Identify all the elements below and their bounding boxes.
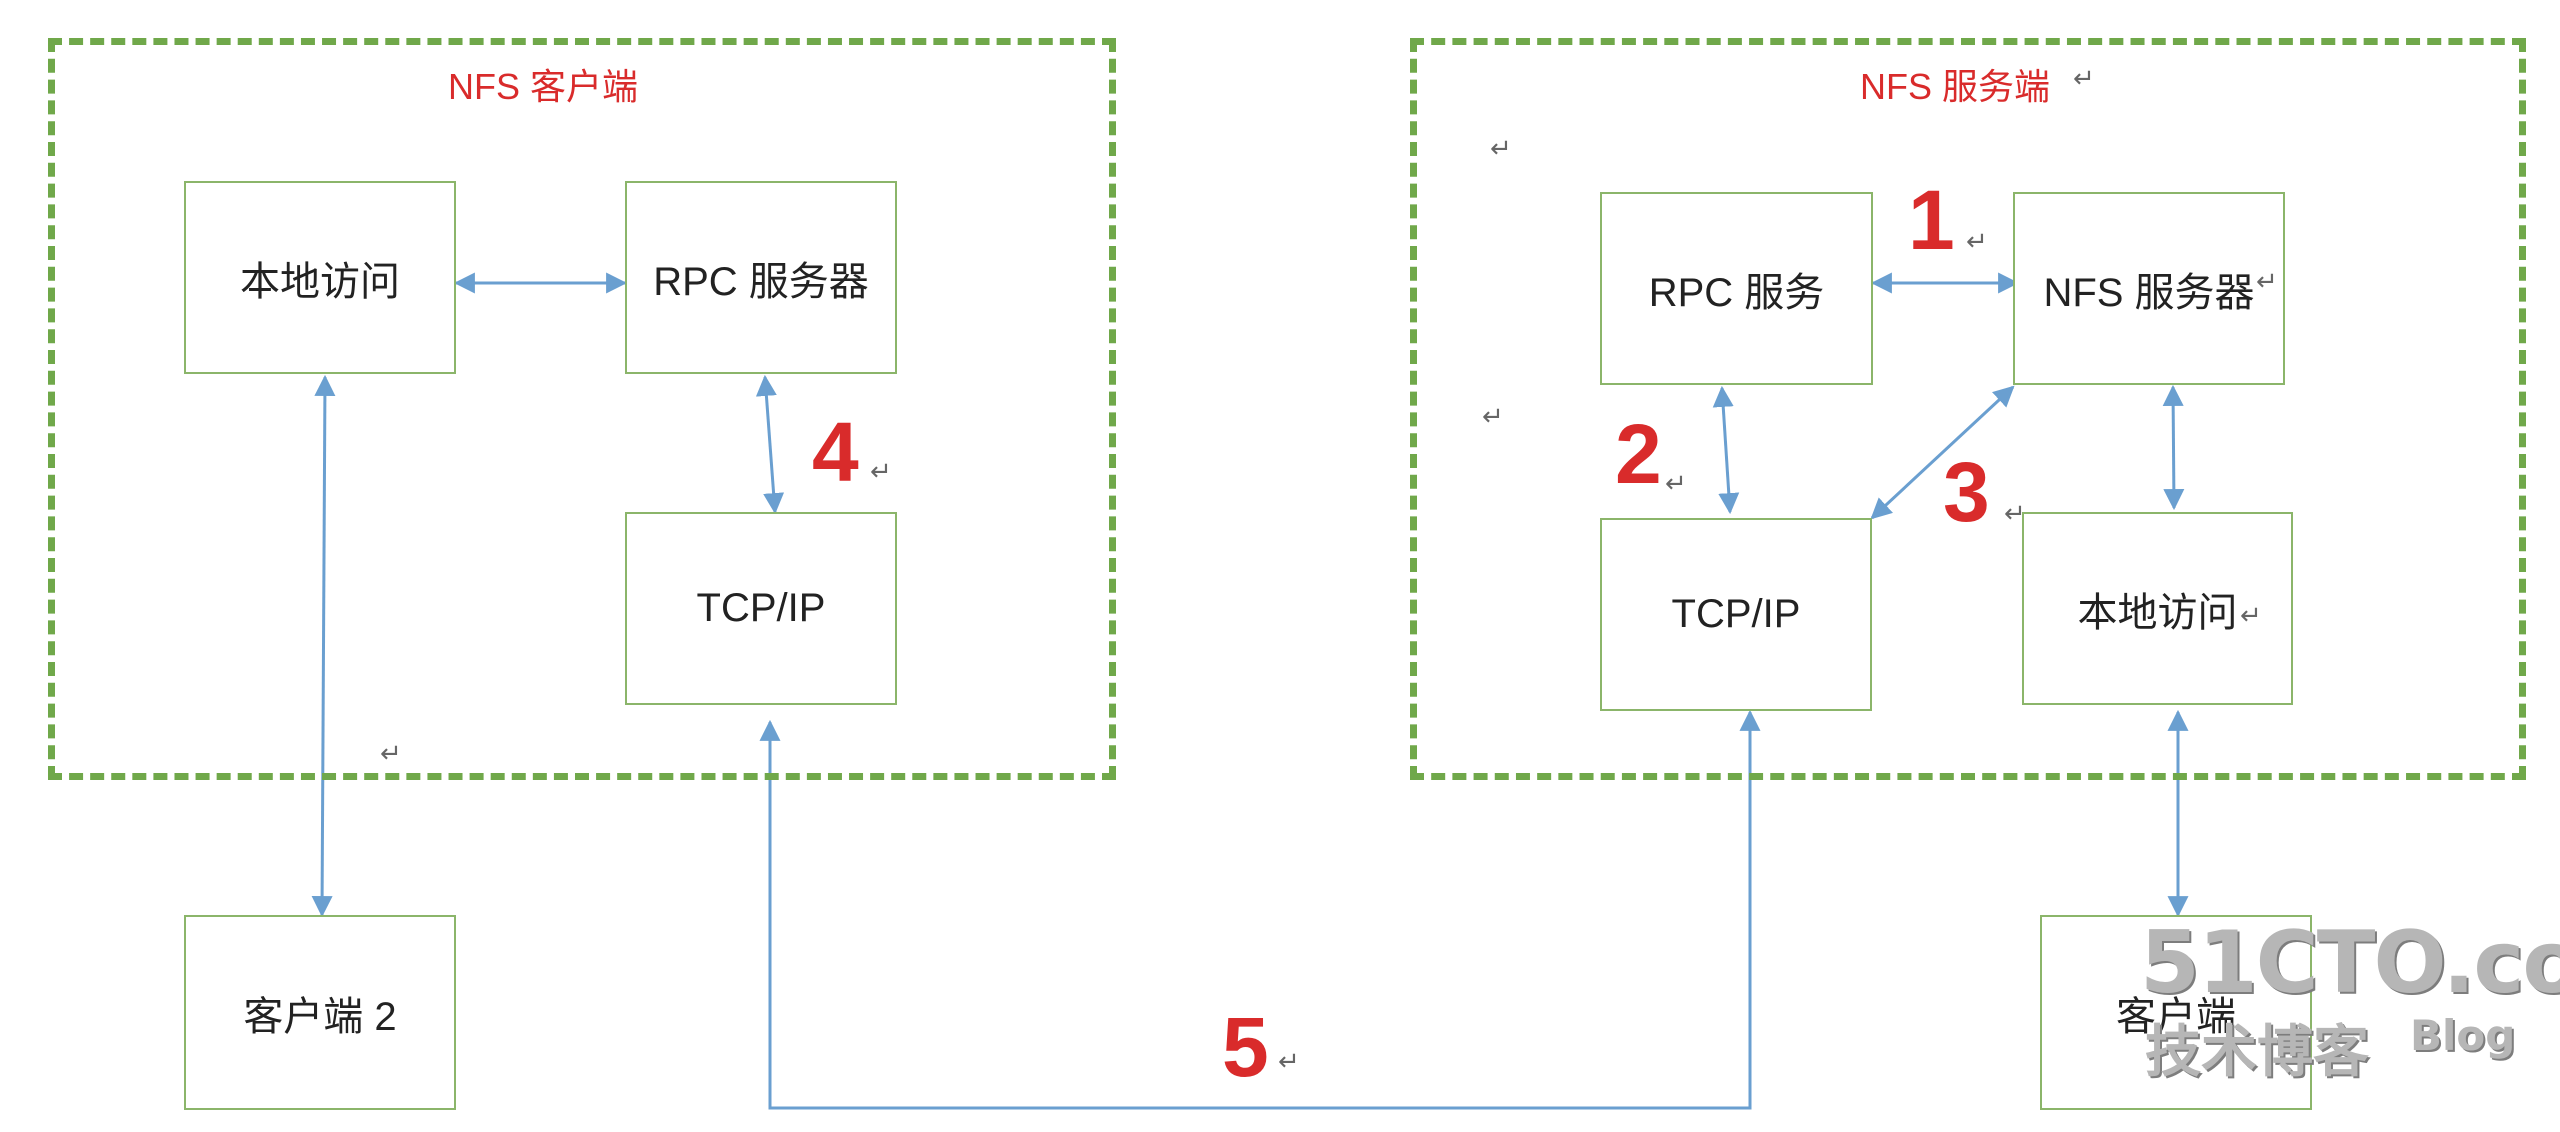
paragraph-mark: ↵ [2073,63,2095,93]
paragraph-mark: ↵ [2256,266,2278,296]
paragraph-mark: ↵ [870,456,892,486]
client2-node: 客户端 2 [184,915,456,1110]
client-tcpip-node: TCP/IP [625,512,897,705]
watermark-brand: 51CTO.com [2140,913,2560,1013]
paragraph-mark: ↵ [1665,468,1687,498]
step-4-label: 4 [812,405,859,499]
step-2-label: 2 [1615,407,1662,501]
arrow-client-rpc-tcpip [755,374,785,515]
arrow-network-tcpip-link [759,709,1761,1110]
client-rpc-server-node: RPC 服务器 [625,181,897,374]
paragraph-mark: ↵ [380,738,402,768]
nfs-client-title: NFS 客户端 [448,66,639,107]
server-local-access-node: 本地访问 [2022,512,2293,705]
nfs-server-title: NFS 服务端 [1860,66,2051,107]
step-1-label: 1 [1908,173,1955,267]
paragraph-mark: ↵ [2240,600,2262,630]
step-3-label: 3 [1943,445,1990,539]
paragraph-mark: ↵ [1482,401,1504,431]
arrow-server-nfs-tcpip [1870,385,2015,520]
paragraph-mark: ↵ [1278,1046,1300,1076]
server-client-node: 客户端 [2040,915,2312,1110]
watermark-blog: Blog [2410,1011,2516,1060]
arrow-server-rpc-tcpip [1712,385,1740,515]
server-nfs-server-node: NFS 服务器 [2013,192,2285,385]
client-local-access-node: 本地访问 [184,181,456,374]
server-tcpip-node: TCP/IP [1600,518,1872,711]
arrow-client-local-client2 [311,374,336,918]
arrow-server-nfs-local [2162,384,2185,511]
paragraph-mark: ↵ [2004,498,2026,528]
paragraph-mark: ↵ [1966,226,1988,256]
paragraph-mark: ↵ [1490,133,1512,163]
step-5-label: 5 [1222,1000,1269,1094]
nfs-server-group [1410,38,2526,780]
server-rpc-service-node: RPC 服务 [1600,192,1873,385]
watermark-subtitle: 技术博客 [2145,1020,2369,1085]
nfs-client-group [48,38,1116,780]
